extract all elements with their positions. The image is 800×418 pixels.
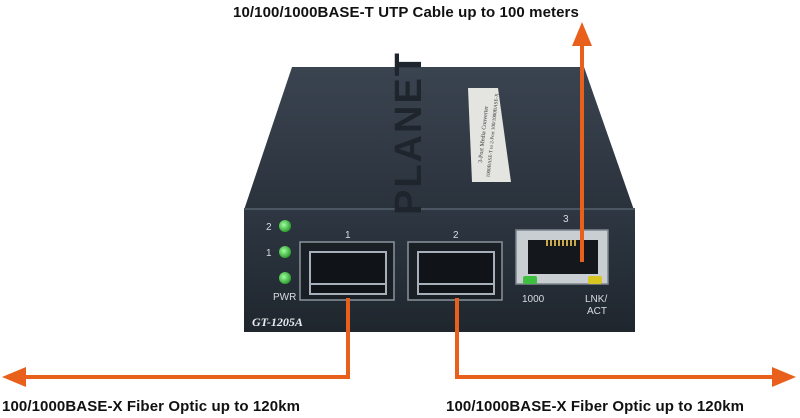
brand-logo: PLANET [388, 51, 430, 215]
fiber-left-caption: 100/1000BASE-X Fiber Optic up to 120km [2, 398, 301, 415]
sfp-port-1[interactable] [309, 251, 387, 295]
led-pwr [279, 272, 291, 284]
rj45-port-3-label: 3 [563, 214, 569, 225]
led-1-label: 1 [266, 248, 272, 259]
arrow-head-right [772, 367, 796, 387]
arrow-lines [20, 40, 778, 379]
chassis-top [244, 67, 634, 210]
led-2 [279, 220, 291, 232]
led-2-label: 2 [266, 222, 272, 233]
rj45-speed-led [523, 276, 537, 284]
rj45-link-led [588, 276, 602, 284]
sfp-port-1-label: 1 [345, 230, 351, 241]
model-label: GT-1205A [252, 315, 303, 329]
rj45-link-label-1: LNK/ [585, 294, 607, 305]
brand-text: PLANET [388, 51, 430, 215]
utp-cable-caption: 10/100/1000BASE-T UTP Cable up to 100 me… [233, 4, 579, 21]
product-label-line1: 3-Port Media Converter [478, 106, 490, 164]
fiber-right-caption: 100/1000BASE-X Fiber Optic up to 120km [446, 398, 745, 415]
arrow-head-up [572, 22, 592, 46]
led-pwr-label: PWR [273, 292, 296, 303]
rj45-speed-label: 1000 [522, 294, 545, 305]
product-label [468, 88, 511, 182]
led-1 [279, 246, 291, 258]
arrow-head-left [2, 367, 26, 387]
sfp-port-2-label: 2 [453, 230, 459, 241]
sfp-port-2[interactable] [417, 251, 495, 295]
rj45-contacts [546, 240, 576, 246]
rj45-link-label-2: ACT [587, 306, 607, 317]
